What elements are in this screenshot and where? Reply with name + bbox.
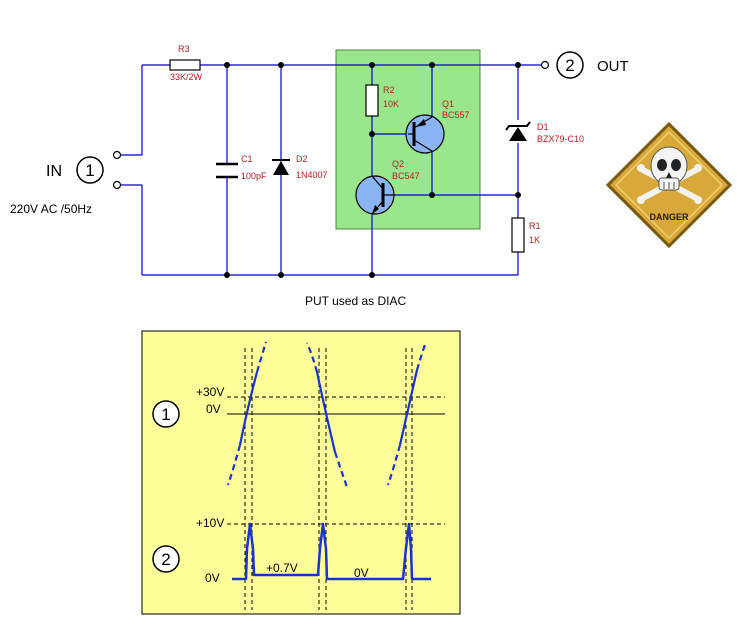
q2-transistor-symbol xyxy=(355,175,395,215)
trace2-zero-label: 0V xyxy=(205,571,220,585)
input-marker-circle xyxy=(76,156,104,184)
trace1-level-label: +30V xyxy=(196,385,224,399)
r1-value: 1K xyxy=(529,235,540,245)
waveform-panel xyxy=(141,330,461,615)
trace1-zero-label: 0V xyxy=(206,402,221,416)
danger-sign: DANGER xyxy=(605,121,733,249)
wires xyxy=(121,64,548,276)
trace1-marker-circle xyxy=(152,400,180,428)
r2-value: 10K xyxy=(383,99,399,109)
output-label: OUT xyxy=(597,58,629,75)
danger-text: DANGER xyxy=(649,212,689,222)
r3-resistor-symbol xyxy=(169,59,201,71)
skull-crossbones-icon xyxy=(637,146,702,204)
trace2-waveform xyxy=(232,522,431,581)
r1-resistor-symbol xyxy=(511,217,525,253)
input-terminal-top xyxy=(112,150,122,160)
trace1-marker-number: 1 xyxy=(161,405,170,424)
trace2-marker-circle xyxy=(152,545,180,573)
r2-ref: R2 xyxy=(383,85,395,95)
d1-zener-symbol xyxy=(505,121,531,141)
trace2-annotation-b: 0V xyxy=(354,566,369,580)
c1-value: 100pF xyxy=(241,171,267,181)
trace2-annotation-a: +0.7V xyxy=(266,561,298,575)
d1-value: BZX79-C10 xyxy=(537,134,584,144)
input-terminal-bottom xyxy=(112,180,122,190)
q1-ref: Q1 xyxy=(442,99,454,109)
trace1-waveform xyxy=(226,341,428,488)
r3-ref: R3 xyxy=(178,44,190,54)
input-marker-number: 1 xyxy=(85,161,94,180)
circuit-caption: PUT used as DIAC xyxy=(305,294,406,308)
r1-ref: R1 xyxy=(529,221,541,231)
supply-label: 220V AC /50Hz xyxy=(10,202,92,216)
d2-ref: D2 xyxy=(296,154,308,164)
d1-ref: D1 xyxy=(537,122,549,132)
output-marker-circle xyxy=(556,51,584,79)
q2-ref: Q2 xyxy=(392,159,404,169)
c1-capacitor-symbol xyxy=(216,162,238,179)
trace2-level-label: +10V xyxy=(196,516,224,530)
trace2-marker-number: 2 xyxy=(161,550,170,569)
q2-value: BC547 xyxy=(392,171,420,181)
q1-transistor-symbol xyxy=(405,114,445,154)
r3-value: 33K/2W xyxy=(170,72,203,82)
r2-resistor-symbol xyxy=(365,84,379,117)
q1-value: BC557 xyxy=(442,110,470,120)
d2-value: 1N4007 xyxy=(296,170,328,180)
junction-dots xyxy=(224,62,521,278)
output-marker-number: 2 xyxy=(565,56,574,75)
d2-diode-symbol xyxy=(272,159,290,175)
input-label: IN xyxy=(46,163,62,180)
output-terminal xyxy=(540,60,550,70)
c1-ref: C1 xyxy=(241,154,253,164)
